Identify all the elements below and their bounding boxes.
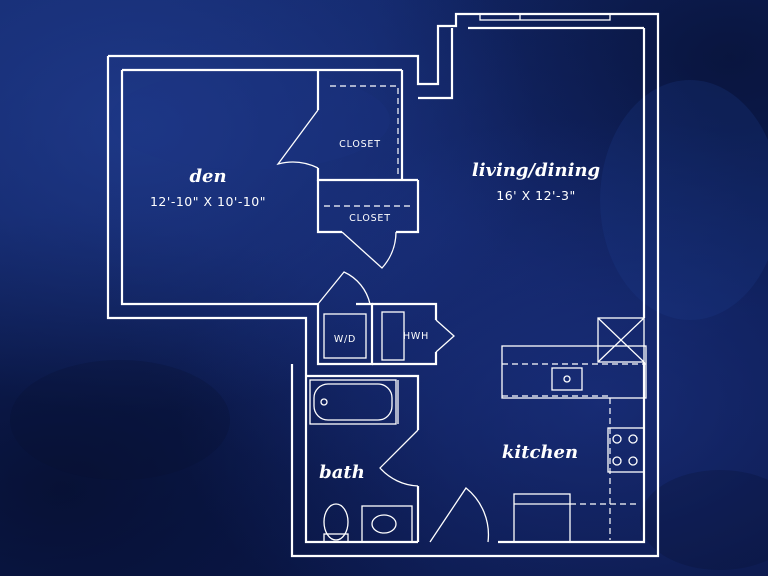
top-step-wall [418, 28, 454, 100]
hwh-door [435, 319, 455, 353]
entry-door [429, 487, 490, 543]
closet-upper-door [276, 109, 319, 169]
laundry-area [316, 271, 455, 366]
bathtub [309, 379, 397, 425]
closet-lower [316, 180, 420, 269]
tub-drain [320, 398, 328, 406]
den-left-inner [120, 70, 318, 306]
toilet-tank [323, 533, 349, 543]
den-label: den [189, 166, 226, 187]
vanity [361, 505, 413, 543]
living-dining-label: living/dining [472, 160, 600, 181]
toilet [323, 503, 349, 541]
closet-upper-label: CLOSET [339, 139, 381, 150]
closet-lower-label: CLOSET [349, 213, 391, 224]
living-dining-dimensions: 16' X 12'-3" [496, 188, 575, 203]
den-dimensions: 12'-10" X 10'-10" [150, 194, 266, 209]
kitchen-label: kitchen [502, 442, 578, 463]
kitchen-sink [551, 367, 583, 391]
closet-lower-door [341, 231, 397, 269]
window [479, 13, 611, 21]
washer-dryer [323, 313, 367, 359]
pantry [597, 317, 645, 363]
laundry-door [317, 271, 371, 305]
washer-dryer-label: W/D [334, 334, 356, 345]
sink [371, 514, 397, 534]
water-heater-box [381, 311, 405, 361]
water-heater-label: HWH [403, 331, 429, 342]
bath-outer-wall [290, 318, 660, 558]
kitchen-fixtures [501, 317, 647, 543]
refrigerator [513, 493, 571, 543]
bath-door [379, 429, 419, 487]
bath-label: bath [319, 462, 365, 483]
bath-fixtures [306, 374, 420, 543]
range [607, 427, 645, 473]
room-labels: den 12'-10" X 10'-10" living/dining 16' … [150, 139, 600, 483]
background-texture [10, 70, 768, 570]
den-left-wall [106, 56, 308, 364]
bathtub-basin [313, 383, 393, 421]
kitchen-island [501, 345, 647, 399]
